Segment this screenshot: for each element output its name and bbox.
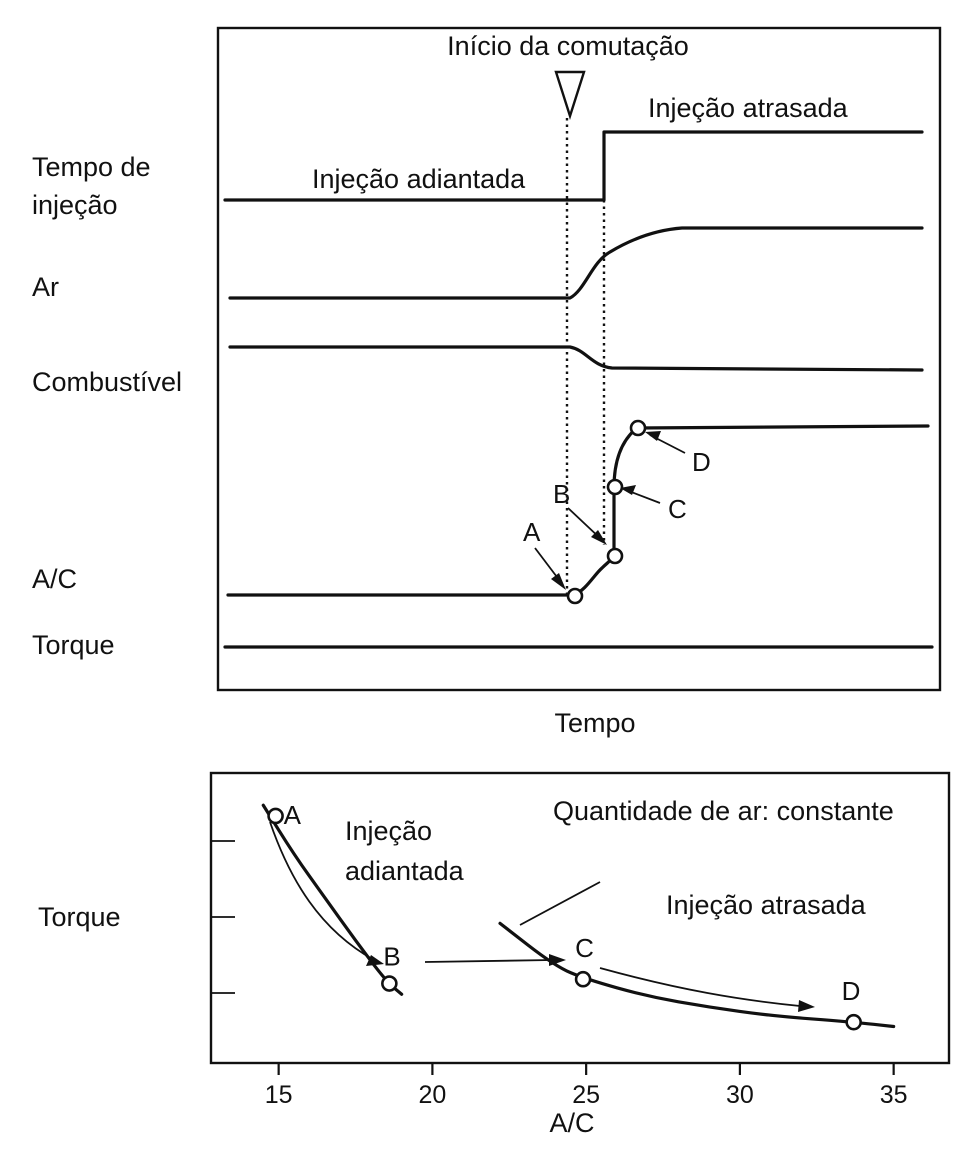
point-label-A: A xyxy=(284,800,302,830)
late-injection-label: Injeção atrasada xyxy=(648,93,849,123)
row-label-injection-time-1: Tempo de xyxy=(32,152,151,182)
point-label-B: B xyxy=(383,942,400,972)
point-B xyxy=(381,975,398,992)
point-label-D: D xyxy=(842,976,861,1006)
y-axis-label: Torque xyxy=(38,902,121,932)
x-tick-label: 25 xyxy=(572,1081,600,1109)
point-label-C: C xyxy=(575,933,594,963)
bottom-panel-frame xyxy=(209,771,951,1065)
point-A xyxy=(267,807,284,825)
air-trace xyxy=(228,226,924,300)
row-label-injection-time-2: injeção xyxy=(32,190,118,220)
points: A B C D xyxy=(267,800,862,1031)
air-constant-annotation: Quantidade de ar: constante xyxy=(553,796,894,826)
af-trace xyxy=(226,424,930,597)
row-label-af: A/C xyxy=(32,564,77,594)
x-tick-label: 20 xyxy=(418,1081,446,1109)
x-tick-label: 30 xyxy=(726,1081,754,1109)
guide-arrowhead-late xyxy=(798,1000,815,1012)
late-injection-curve xyxy=(498,921,896,1029)
af-arrowhead-A xyxy=(551,573,566,590)
guide-arrowhead-early xyxy=(366,955,384,966)
af-arrowhead-D xyxy=(645,431,661,441)
guide-arrow-early xyxy=(269,821,375,961)
early-injection-label-1: Injeção xyxy=(345,816,432,846)
x-ticks: 15 20 25 30 35 xyxy=(265,1063,908,1109)
af-point-C xyxy=(606,478,624,496)
top-panel-frame xyxy=(216,26,942,692)
fuel-trace xyxy=(228,345,924,372)
late-injection-leader xyxy=(519,881,601,926)
y-ticks xyxy=(211,840,235,994)
early-injection-curve xyxy=(261,803,404,996)
guide-arrowhead-transition xyxy=(549,954,566,966)
row-label-air: Ar xyxy=(32,272,59,302)
af-label-A: A xyxy=(523,517,541,547)
guide-arrow-late xyxy=(599,967,801,1007)
late-injection-label-bottom: Injeção atrasada xyxy=(666,890,867,920)
time-axis-label: Tempo xyxy=(554,708,635,738)
early-injection-label: Injeção adiantada xyxy=(312,164,526,194)
x-axis-label: A/C xyxy=(549,1108,594,1138)
af-arrowhead-B xyxy=(591,530,607,545)
switch-start-label: Início da comutação xyxy=(447,31,689,61)
af-label-D: D xyxy=(692,447,711,477)
row-label-fuel: Combustível xyxy=(32,367,182,397)
row-label-torque: Torque xyxy=(32,630,115,660)
af-label-B: B xyxy=(553,479,570,509)
guide-arrow-transition xyxy=(424,959,553,963)
af-point-A xyxy=(566,587,584,605)
switch-start-triangle xyxy=(554,70,586,120)
point-D xyxy=(845,1013,862,1031)
af-point-B xyxy=(606,547,624,565)
af-label-C: C xyxy=(668,494,687,524)
early-injection-label-2: adiantada xyxy=(345,856,465,886)
injection-time-trace xyxy=(223,130,924,202)
af-point-D xyxy=(629,419,647,437)
curves xyxy=(261,803,896,1029)
af-arrowhead-C xyxy=(620,485,636,495)
x-tick-label: 35 xyxy=(880,1081,908,1109)
x-tick-label: 15 xyxy=(265,1081,293,1109)
point-C xyxy=(574,970,592,988)
